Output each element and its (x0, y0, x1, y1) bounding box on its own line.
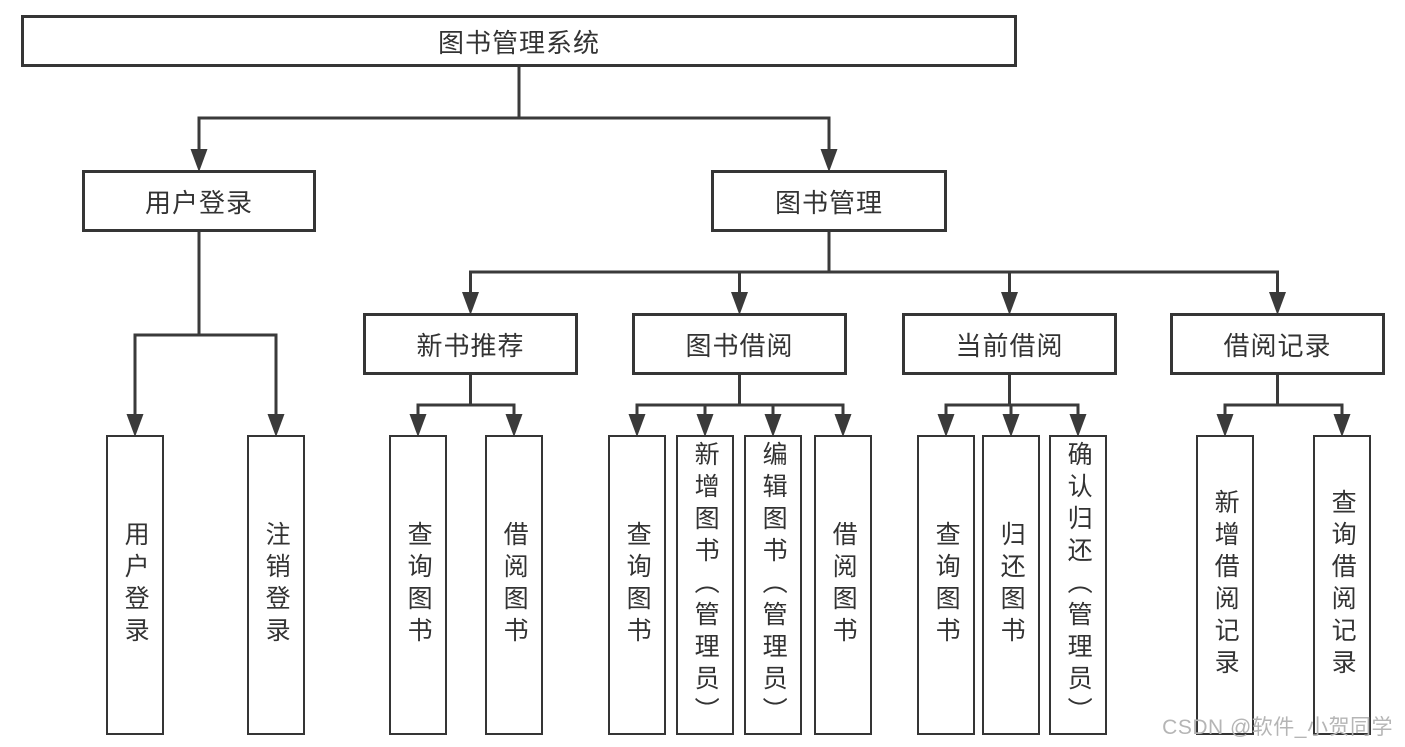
node-label: 查询借阅记录 (1328, 489, 1357, 681)
leaf-query-borrow-record: 查询借阅记录 (1313, 435, 1371, 735)
watermark: CSDN @软件_小贺同学 (1162, 716, 1393, 739)
node-label: 借阅图书 (500, 521, 529, 649)
node-label: 编辑图书（管理员） (759, 441, 788, 729)
node-current-borrowing: 当前借阅 (902, 313, 1117, 375)
node-borrowing-records: 借阅记录 (1170, 313, 1385, 375)
node-label: 当前借阅 (955, 330, 1064, 361)
node-label: 借阅记录 (1223, 330, 1332, 361)
leaf-borrow-books-1: 借阅图书 (485, 435, 543, 735)
node-label: 新增图书（管理员） (691, 441, 720, 729)
node-new-book-recommendation: 新书推荐 (363, 313, 578, 375)
node-label: 借阅图书 (829, 521, 858, 649)
leaf-add-borrow-record: 新增借阅记录 (1196, 435, 1254, 735)
node-label: 新书推荐 (416, 330, 525, 361)
node-label: 用户登录 (144, 187, 253, 218)
node-label: 注销登录 (262, 521, 291, 649)
leaf-logout: 注销登录 (247, 435, 305, 735)
node-label: 图书管理系统 (437, 27, 600, 58)
leaf-confirm-return-admin: 确认归还（管理员） (1049, 435, 1107, 735)
leaf-return-books: 归还图书 (982, 435, 1040, 735)
leaf-user-login: 用户登录 (106, 435, 164, 735)
node-label: 查询图书 (404, 521, 433, 649)
leaf-borrow-books-2: 借阅图书 (814, 435, 872, 735)
node-book-borrowing: 图书借阅 (632, 313, 847, 375)
node-label: 查询图书 (623, 521, 652, 649)
node-user-login: 用户登录 (82, 170, 316, 232)
node-label: 新增借阅记录 (1211, 489, 1240, 681)
node-library-management-system: 图书管理系统 (21, 15, 1017, 67)
leaf-add-books-admin: 新增图书（管理员） (676, 435, 734, 735)
leaf-edit-books-admin: 编辑图书（管理员） (744, 435, 802, 735)
node-label: 图书管理 (774, 187, 883, 218)
leaf-query-books-1: 查询图书 (389, 435, 447, 735)
node-label: 图书借阅 (685, 330, 794, 361)
node-book-management: 图书管理 (711, 170, 947, 232)
leaf-query-books-3: 查询图书 (917, 435, 975, 735)
node-label: 用户登录 (121, 521, 150, 649)
node-label: 查询图书 (932, 521, 961, 649)
node-label: 确认归还（管理员） (1064, 441, 1093, 729)
node-label: 归还图书 (997, 521, 1026, 649)
leaf-query-books-2: 查询图书 (608, 435, 666, 735)
